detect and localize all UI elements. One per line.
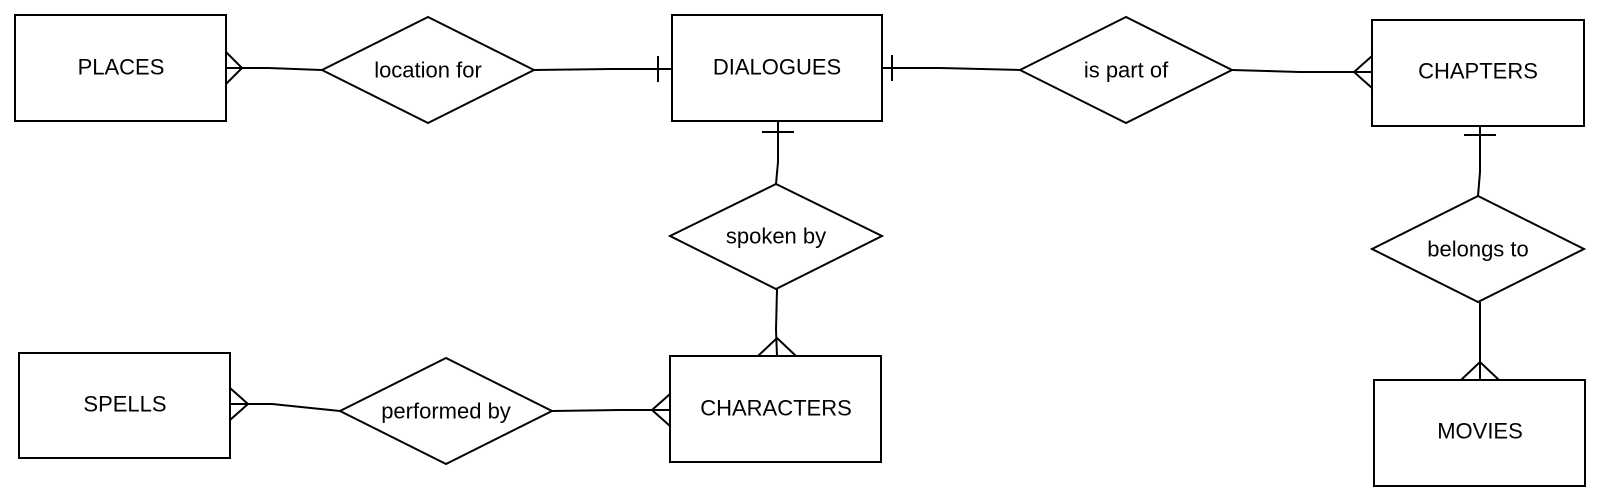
relationship-is-part-of[interactable]: is part of (1017, 15, 1235, 125)
entity-label: PLACES (78, 55, 165, 80)
relationship-label: belongs to (1427, 237, 1529, 262)
connector-spells-performed-by (230, 403, 341, 412)
connector-dialogues-spoken-by (775, 122, 779, 185)
relationship-label: spoken by (726, 224, 826, 249)
entity-label: CHAPTERS (1418, 59, 1538, 84)
connector-spoken-by-characters (774, 288, 778, 357)
entity-label: DIALOGUES (713, 55, 841, 80)
entity-label: CHARACTERS (700, 396, 852, 421)
crowfoot-many-icon (1352, 55, 1373, 89)
crowfoot-many-icon (650, 393, 671, 427)
relationship-label: location for (374, 58, 482, 83)
entity-characters[interactable]: CHARACTERS (669, 355, 882, 463)
relationship-performed-by[interactable]: performed by (337, 356, 555, 466)
crowfoot-many-icon (1460, 360, 1500, 381)
connector-dialogues-is-part-of (882, 67, 1021, 71)
connector-places-location-for (226, 67, 323, 71)
entity-dialogues[interactable]: DIALOGUES (671, 14, 883, 122)
relationship-belongs-to[interactable]: belongs to (1369, 194, 1587, 304)
relationship-label: is part of (1084, 58, 1169, 83)
crowfoot-many-icon (229, 387, 250, 421)
connector-is-part-of-chapters (1231, 69, 1372, 73)
connector-chapters-belongs-to (1477, 126, 1481, 197)
connector-location-for-dialogues (533, 68, 672, 71)
entity-spells[interactable]: SPELLS (18, 352, 231, 459)
crowfoot-many-icon (757, 336, 797, 357)
relationship-location-for[interactable]: location for (319, 15, 537, 125)
entity-label: MOVIES (1437, 419, 1523, 444)
entity-movies[interactable]: MOVIES (1373, 379, 1586, 487)
relationship-label: performed by (381, 399, 511, 424)
entity-chapters[interactable]: CHAPTERS (1371, 19, 1585, 127)
entity-places[interactable]: PLACES (14, 14, 227, 122)
entity-label: SPELLS (83, 392, 166, 417)
relationship-spoken-by[interactable]: spoken by (667, 182, 885, 291)
crowfoot-many-icon (225, 51, 244, 85)
